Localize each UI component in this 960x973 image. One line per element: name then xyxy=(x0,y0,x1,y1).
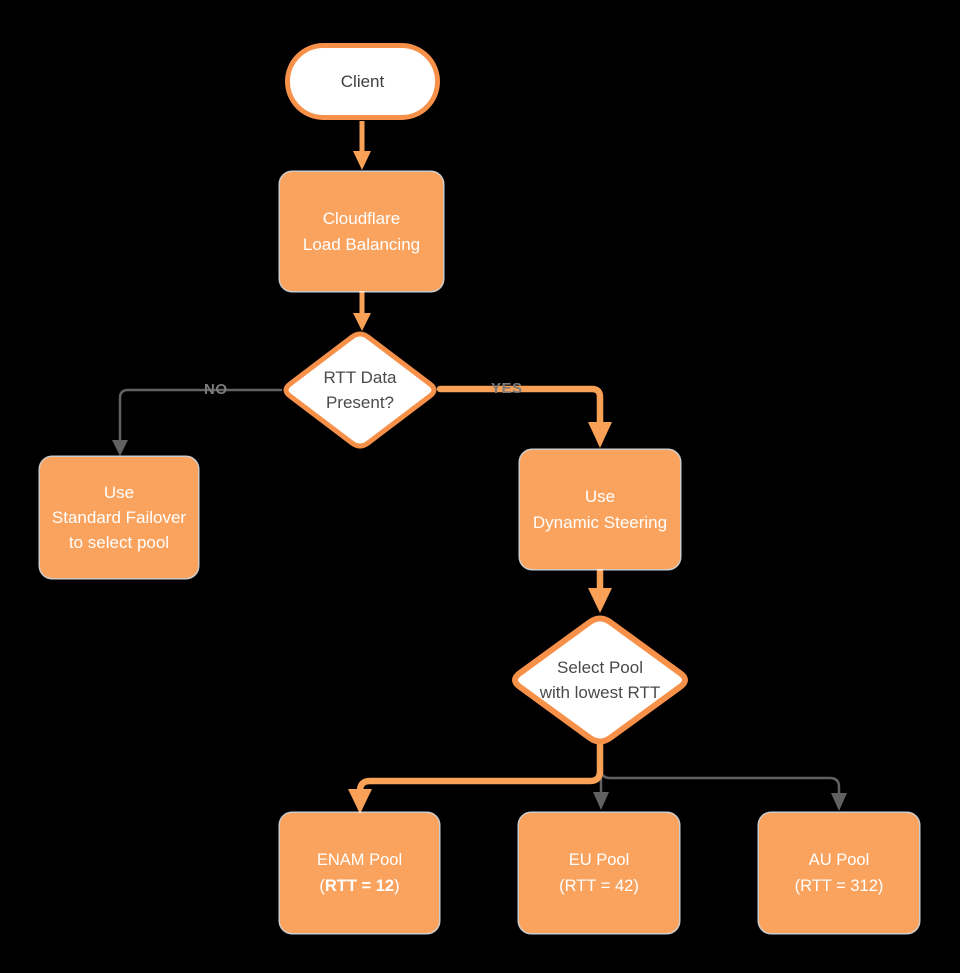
standard-failover-line2: Standard Failover xyxy=(51,508,187,527)
rtt-decision-line1: RTT Data xyxy=(323,368,397,387)
au-arrowhead xyxy=(831,793,847,811)
load-balancer-node: Cloudflare Load Balancing xyxy=(280,172,443,291)
pool-enam-node: ENAM Pool (RTT = 12) xyxy=(280,813,439,933)
pool-eu-node: EU Pool (RTT = 42) xyxy=(519,813,679,933)
no-edge-label: NO xyxy=(204,381,228,398)
pool-eu-name: EU Pool xyxy=(568,851,630,869)
rtt-decision-arrowhead xyxy=(353,313,371,331)
edge-lb-to-rtt-decision xyxy=(353,291,371,331)
dynamic-steering-line1: Use xyxy=(584,486,616,506)
standard-failover-line3: to select pool xyxy=(68,533,170,552)
edge-rtt-decision-yes xyxy=(436,385,612,448)
load-balancer-line1: Cloudflare xyxy=(322,208,401,228)
rtt-decision-line2: Present? xyxy=(325,393,395,412)
pool-decision-label: Select Pool with lowest RTT xyxy=(505,643,695,717)
pool-enam-rtt: (RTT = 12) xyxy=(319,877,400,895)
edge-client-to-lb xyxy=(353,121,371,170)
rtt-decision-diamond xyxy=(283,331,437,449)
edge-pool-decision-to-au xyxy=(599,758,847,811)
pool-decision-diamond xyxy=(512,615,688,745)
eu-arrowhead xyxy=(593,792,609,810)
enam-arrowhead xyxy=(348,789,372,814)
dynamic-steering-line2: Dynamic Steering xyxy=(532,512,668,532)
pool-au-node: AU Pool (RTT = 312) xyxy=(759,813,919,933)
pool-enam-rtt-value: RTT = 12 xyxy=(324,877,395,895)
pool-enam-name: ENAM Pool xyxy=(316,851,403,869)
standard-failover-line1: Use xyxy=(103,483,135,502)
lb-arrowhead xyxy=(353,151,371,170)
yes-edge-label: YES xyxy=(491,380,523,397)
pool-decision-line2: with lowest RTT xyxy=(539,683,661,702)
edge-rtt-decision-no xyxy=(112,388,283,456)
rtt-decision-label: RTT Data Present? xyxy=(285,353,435,427)
load-balancer-line2: Load Balancing xyxy=(302,234,421,254)
pool-eu-rtt-value: RTT = 42 xyxy=(564,877,634,895)
client-label: Client xyxy=(340,71,385,91)
dynamic-steering-node: Use Dynamic Steering xyxy=(520,450,680,569)
edge-steering-to-pool-decision xyxy=(588,569,612,613)
pool-decision-arrowhead xyxy=(588,588,612,613)
pool-au-rtt: (RTT = 312) xyxy=(794,877,884,895)
client-node: Client xyxy=(285,43,440,120)
pool-au-rtt-value: RTT = 312 xyxy=(800,877,878,895)
standard-failover-node: Use Standard Failover to select pool xyxy=(40,457,198,578)
pool-decision-line1: Select Pool xyxy=(557,658,643,677)
pool-au-name: AU Pool xyxy=(808,851,870,869)
edge-pool-decision-to-enam xyxy=(348,741,604,814)
steering-arrowhead xyxy=(588,422,612,448)
no-arrowhead xyxy=(112,440,128,456)
pool-eu-rtt: (RTT = 42) xyxy=(559,877,639,895)
